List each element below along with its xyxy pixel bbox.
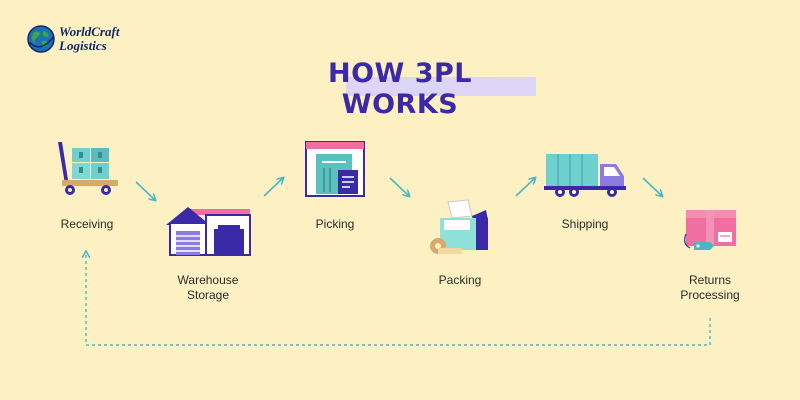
step-label-packing: Packing	[438, 273, 482, 287]
flow-arrow-1	[135, 181, 155, 200]
flow-arrow-3	[389, 177, 409, 196]
step-label-receiving: Receiving	[60, 217, 114, 231]
step-label-returns-processing: Returns Processing	[680, 273, 740, 302]
warehouse-icon	[166, 207, 251, 256]
hand-truck-icon	[58, 142, 118, 195]
step-label-shipping: Shipping	[561, 217, 609, 231]
delivery-truck-icon	[544, 154, 626, 197]
globe-icon	[27, 25, 55, 53]
flow-arrow-4	[515, 178, 535, 197]
return-loop-arrow	[86, 252, 711, 346]
title-highlight	[346, 77, 536, 96]
picking-document-icon	[305, 141, 365, 197]
brand-name-line2: Logistics	[59, 38, 107, 53]
packing-box-icon	[430, 199, 488, 254]
flow-arrow-5	[642, 177, 662, 196]
brand-name-line1: WorldCraft	[59, 24, 120, 39]
step-label-picking: Picking	[315, 217, 355, 231]
brand-logo: WorldCraft Logistics	[26, 24, 146, 56]
return-package-icon	[684, 210, 736, 250]
flow-arrow-2	[263, 178, 283, 197]
page-title: HOW 3PL WORKS	[327, 58, 472, 120]
step-label-warehouse-storage: Warehouse Storage	[177, 273, 239, 302]
brand-name: WorldCraft Logistics	[59, 25, 119, 53]
